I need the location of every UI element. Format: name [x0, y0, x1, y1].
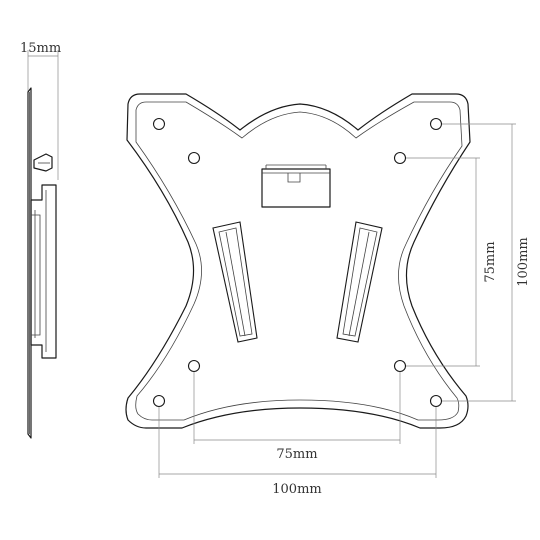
mount-hole-75-bottom-left: [187, 359, 201, 373]
bracket-profile: [30, 184, 57, 359]
front-plate-view: [125, 93, 471, 429]
mount-hole-75-bottom-right: [393, 359, 407, 373]
wall-plate-profile: [27, 87, 32, 439]
hook-tab-notch: [287, 173, 301, 183]
screw-head-profile: [33, 153, 53, 172]
right-slot-groove: [348, 231, 370, 337]
right-slot: [336, 221, 383, 343]
mount-hole-100-top-right: [429, 117, 443, 131]
bracket-recess-line: [31, 214, 41, 336]
left-slot-inner: [218, 227, 253, 337]
depth-label: 15mm: [20, 41, 61, 56]
mount-hole-75-top-right: [393, 151, 407, 165]
plate-outer-outline: [125, 93, 471, 429]
left-slot-groove: [225, 231, 246, 337]
horizontal-100mm-label: 100mm: [272, 482, 321, 497]
mount-hole-100-top-left: [152, 117, 166, 131]
hook-tab: [261, 164, 331, 208]
left-slot: [212, 221, 258, 343]
vertical-75mm-label: 75mm: [483, 241, 498, 282]
mount-hole-75-top-left: [187, 151, 201, 165]
right-slot-inner: [342, 227, 378, 337]
mount-hole-100-bottom-left: [152, 394, 166, 408]
dimension-annotations: 75mm 100mm 75mm 100mm: [158, 123, 531, 497]
vertical-100mm-label: 100mm: [516, 237, 531, 286]
horizontal-75mm-label: 75mm: [276, 447, 317, 462]
mount-hole-100-bottom-right: [429, 394, 443, 408]
side-profile-view: 15mm: [20, 41, 61, 439]
hook-tab-outline: [261, 168, 331, 208]
plate-inner-contour: [135, 101, 463, 421]
